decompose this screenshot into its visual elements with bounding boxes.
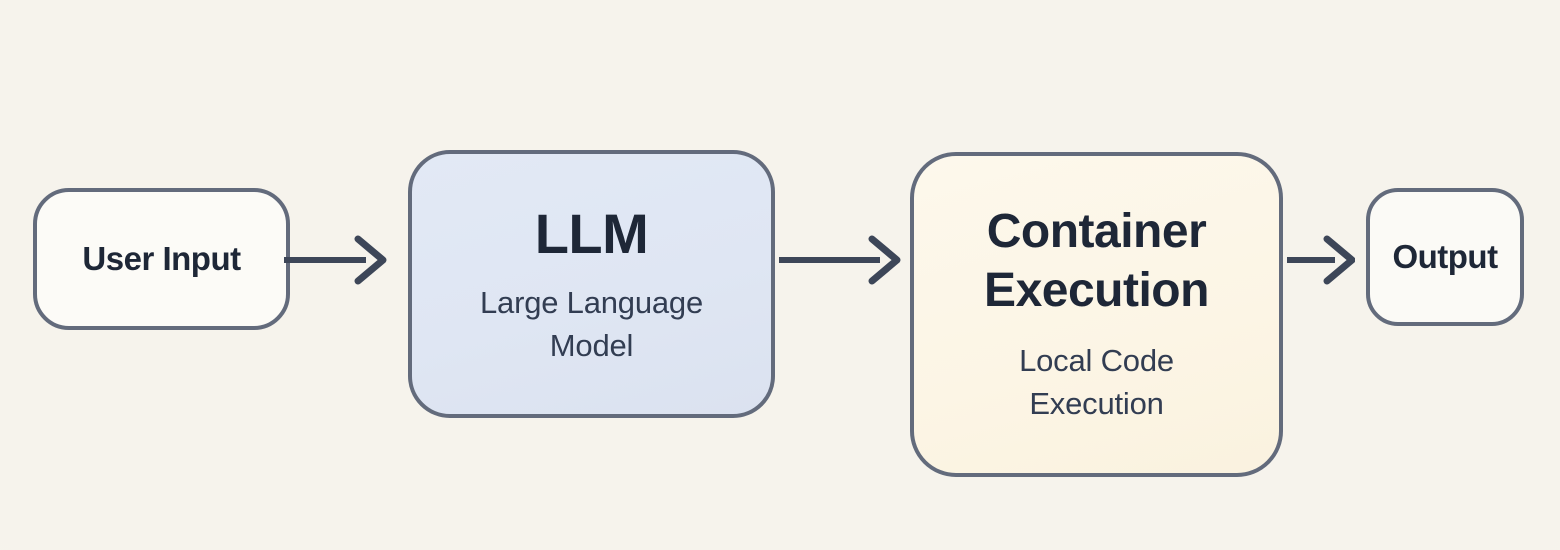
node-llm-sublabel: Large Language Model bbox=[479, 285, 704, 364]
node-user-input: User Input bbox=[33, 188, 290, 330]
node-container-execution-sublabel: Local Code Execution bbox=[1019, 343, 1174, 422]
node-user-input-label: User Input bbox=[82, 239, 241, 277]
flow-arrow-3 bbox=[1287, 235, 1355, 285]
node-output-label: Output bbox=[1392, 237, 1498, 275]
node-llm: LLM Large Language Model bbox=[408, 150, 775, 418]
node-container-execution: Container Execution Local Code Execution bbox=[910, 152, 1283, 477]
node-output: Output bbox=[1366, 188, 1524, 326]
node-llm-label: LLM bbox=[534, 202, 649, 266]
flow-arrow-1 bbox=[284, 235, 387, 285]
node-container-execution-label: Container Execution bbox=[984, 205, 1209, 317]
flow-arrow-2 bbox=[779, 235, 901, 285]
